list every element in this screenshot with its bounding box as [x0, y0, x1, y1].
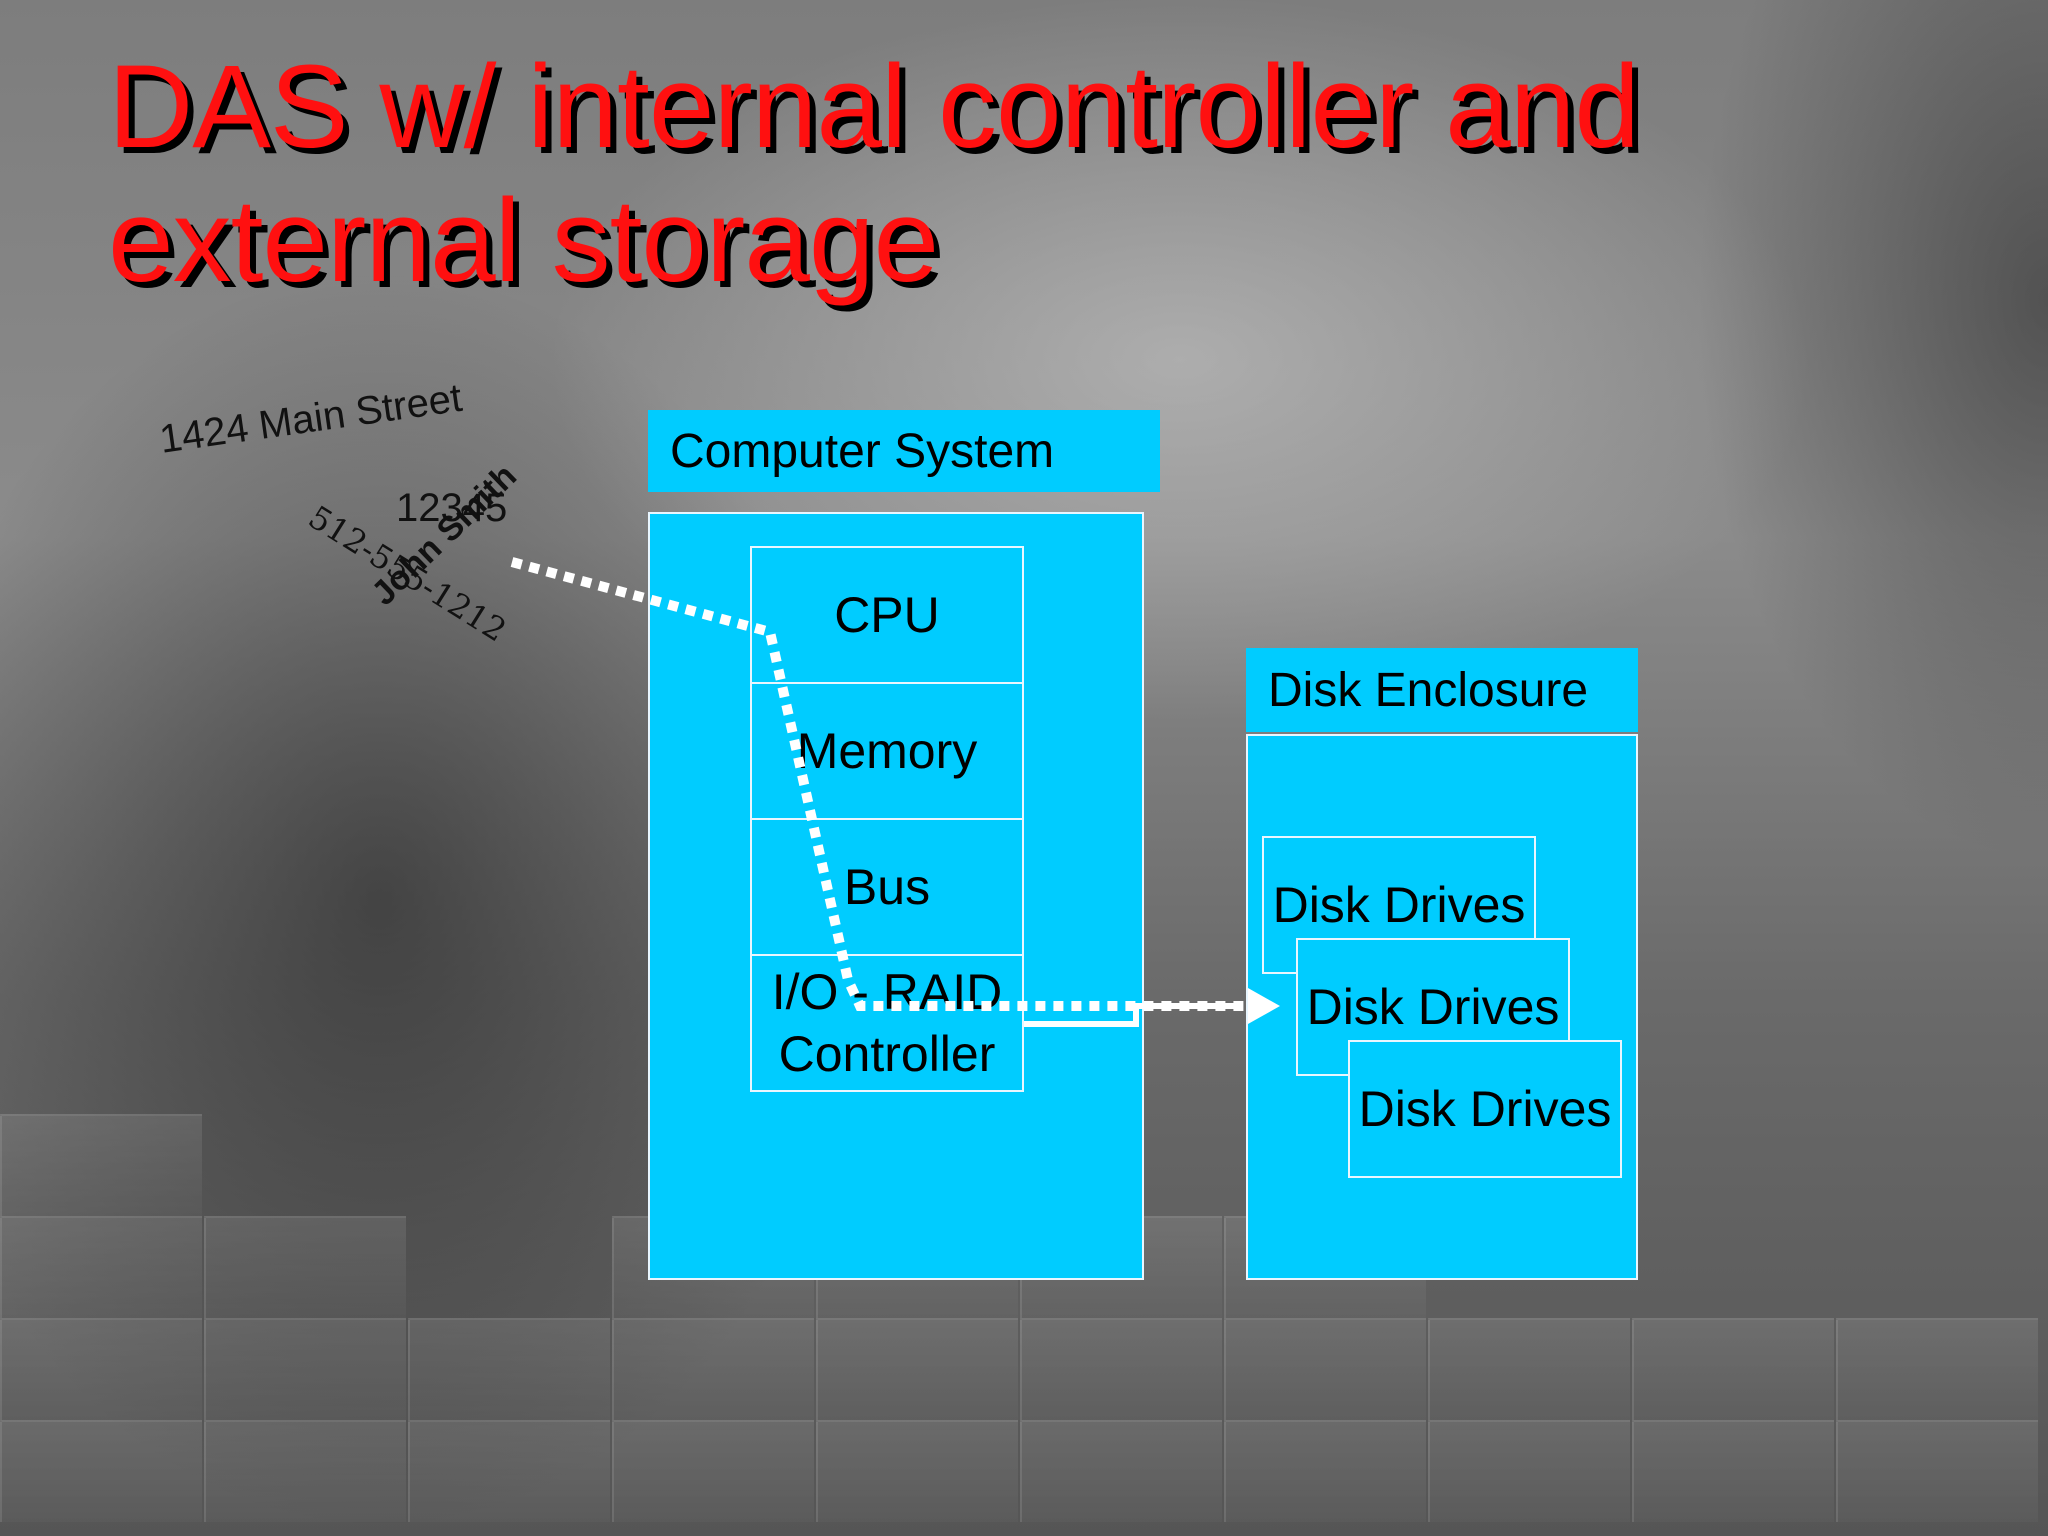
cpu-block: CPU [750, 546, 1024, 684]
background-tile [204, 1318, 406, 1420]
background-tile [204, 1420, 406, 1522]
disk-drive-label: Disk Drives [1272, 877, 1526, 933]
background-tile [1428, 1318, 1630, 1420]
background-tile [0, 1420, 202, 1522]
background-tile [1428, 1420, 1630, 1522]
bus-block: Bus [750, 818, 1024, 956]
background-tile [816, 1420, 1018, 1522]
computer-system-label: Computer System [670, 424, 1055, 478]
disk-enclosure-header: Disk Enclosure [1246, 648, 1638, 732]
background-tile [1632, 1318, 1834, 1420]
background-tile [204, 1216, 406, 1318]
computer-system-header: Computer System [648, 410, 1160, 492]
slide-title: DAS w/ internal controller and external … [108, 41, 1640, 307]
disk-enclosure-label: Disk Enclosure [1268, 663, 1589, 717]
background-tile [1224, 1318, 1426, 1420]
cpu-label: CPU [834, 587, 940, 643]
background-tile [0, 1114, 202, 1216]
raid-controller-label: I/O - RAID Controller [771, 964, 1003, 1082]
background-tile [408, 1420, 610, 1522]
memory-label: Memory [796, 723, 978, 779]
background-tile [1224, 1420, 1426, 1522]
disk-drive: Disk Drives [1348, 1040, 1622, 1178]
bus-label: Bus [843, 859, 931, 915]
background-tile [612, 1318, 814, 1420]
background-tile [1836, 1420, 2038, 1522]
background-tile [612, 1420, 814, 1522]
raid-controller-block: I/O - RAID Controller [750, 954, 1024, 1092]
data-zip-text: 12345 [396, 486, 508, 530]
memory-block: Memory [750, 682, 1024, 820]
background-tile [1020, 1318, 1222, 1420]
background-tile [0, 1318, 202, 1420]
background-tile [816, 1318, 1018, 1420]
background-tile [1632, 1420, 1834, 1522]
background-tile [408, 1318, 610, 1420]
background-tile [1836, 1318, 2038, 1420]
disk-drive-label: Disk Drives [1306, 979, 1560, 1035]
background-tile [0, 1216, 202, 1318]
disk-drive-label: Disk Drives [1358, 1081, 1612, 1137]
background-tile [1020, 1420, 1222, 1522]
